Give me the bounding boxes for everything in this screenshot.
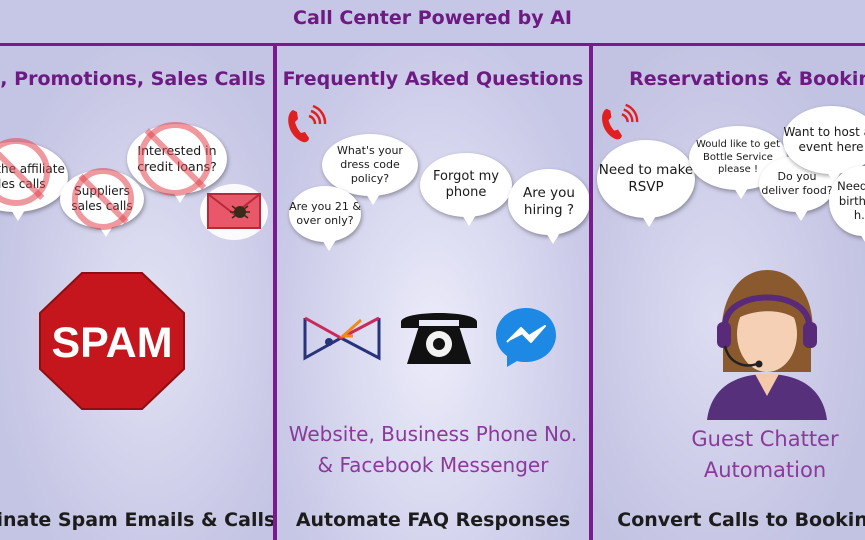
prohibited-icon — [72, 168, 134, 230]
spam-panel-title: Spam, Promotions, Sales Calls — [0, 68, 266, 90]
agent-headset-icon — [707, 264, 827, 420]
faq-panel: Frequently Asked Questions What's your d… — [277, 46, 589, 540]
faq-bubble-hiring: Are you hiring ? — [508, 169, 589, 244]
spam-panel-footer: Eliminate Spam Emails & Calls — [0, 509, 273, 531]
messenger-icon — [493, 304, 559, 370]
booking-panel-title: Reservations & Bookings — [629, 68, 865, 90]
phone-ringing-icon — [285, 104, 327, 146]
faq-bubble-dress-code: What's your dress code policy? — [322, 134, 418, 205]
booking-bubble-event: Want to host an event here — [783, 106, 865, 183]
panel-divider-right — [589, 44, 593, 540]
booking-caption-line1: Guest Chatter — [691, 427, 839, 451]
header-bar: Call Center Powered by AI — [0, 0, 865, 44]
logo-icon — [301, 312, 383, 364]
faq-bubble-forgot-phone: Forgot my phone — [420, 153, 512, 226]
booking-caption-line2: Automation — [703, 458, 827, 482]
stop-sign-text: SPAM — [51, 319, 172, 367]
booking-bubble-rsvp: Need to make RSVP — [597, 140, 695, 227]
stop-sign-icon: SPAM — [38, 271, 186, 411]
booking-panel-footer: Convert Calls to Bookings — [617, 509, 865, 531]
spam-email-icon — [198, 182, 270, 242]
booking-panel: Reservations & Bookings Need to make RSV… — [593, 46, 865, 540]
faq-caption-line1: Website, Business Phone No. — [288, 422, 578, 446]
page-title: Call Center Powered by AI — [293, 7, 572, 29]
booking-bubble-birthday: Need my birthday h... — [829, 166, 865, 245]
faq-bubble-age: Are you 21 & over only? — [289, 186, 361, 251]
prohibited-icon — [0, 138, 50, 206]
faq-caption-line2: & Facebook Messenger — [317, 453, 549, 477]
panel-divider-left — [273, 44, 277, 540]
faq-panel-title: Frequently Asked Questions — [282, 68, 584, 90]
spam-panel: Spam, Promotions, Sales Calls Stop the a… — [0, 46, 273, 540]
telephone-icon — [397, 304, 481, 368]
faq-panel-footer: Automate FAQ Responses — [295, 509, 571, 531]
prohibited-icon — [138, 122, 212, 196]
phone-ringing-icon — [599, 102, 639, 144]
header-divider — [0, 43, 865, 46]
